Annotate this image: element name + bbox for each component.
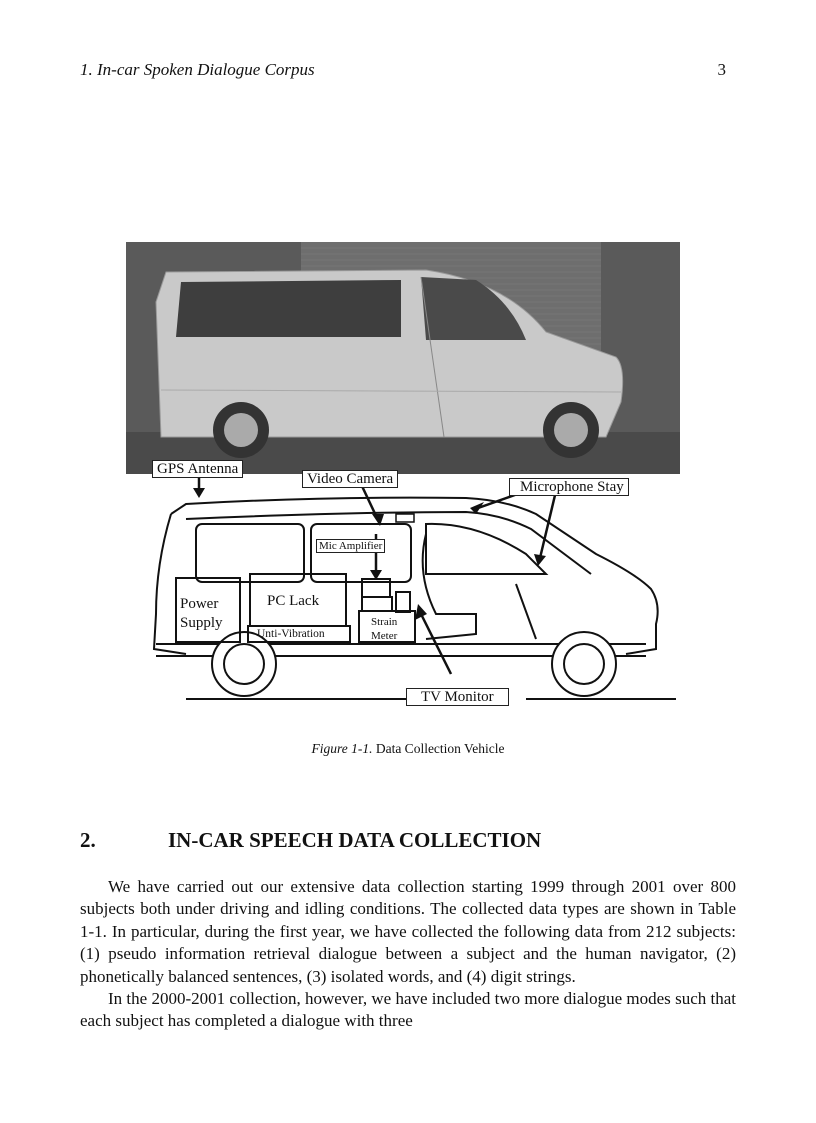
van-cross-section-drawing [152,474,676,700]
figure-data-collection-vehicle: GPS Antenna Video Camera Microphone Stay… [126,242,680,712]
chapter-title: 1. In-car Spoken Dialogue Corpus [80,60,315,79]
running-head: 1. In-car Spoken Dialogue Corpus 3 [80,60,726,82]
paragraph: We have carried out our extensive data c… [80,877,736,986]
label-unti-vibration: Unti-Vibration [257,628,325,640]
label-power-supply: Power Supply [180,596,223,631]
label-strain-meter: Strain Meter [371,616,398,642]
label-pc-lack: PC Lack [267,593,320,609]
label-mic-amplifier: Mic Amplifier [316,539,386,553]
figure-caption: Figure 1-1. Data Collection Vehicle [0,741,816,757]
section-heading: 2. IN-CAR SPEECH DATA COLLECTION [80,828,541,853]
label-gps-antenna: GPS Antenna [152,460,244,478]
label-video-camera: Video Camera [302,470,399,488]
section-title: IN-CAR SPEECH DATA COLLECTION [168,828,542,852]
label-microphone-stay: Microphone Stay [509,478,629,496]
paragraph: In the 2000-2001 collection, however, we… [80,989,736,1031]
van-photo [126,242,680,474]
van-photo-image [126,242,680,474]
body-text: We have carried out our extensive data c… [80,876,736,1033]
label-tv-monitor: TV Monitor [406,688,509,706]
page-number: 3 [717,60,727,79]
figure-number: Figure 1-1. [311,741,373,756]
section-number: 2. [80,828,96,852]
figure-caption-text: Data Collection Vehicle [375,741,505,756]
